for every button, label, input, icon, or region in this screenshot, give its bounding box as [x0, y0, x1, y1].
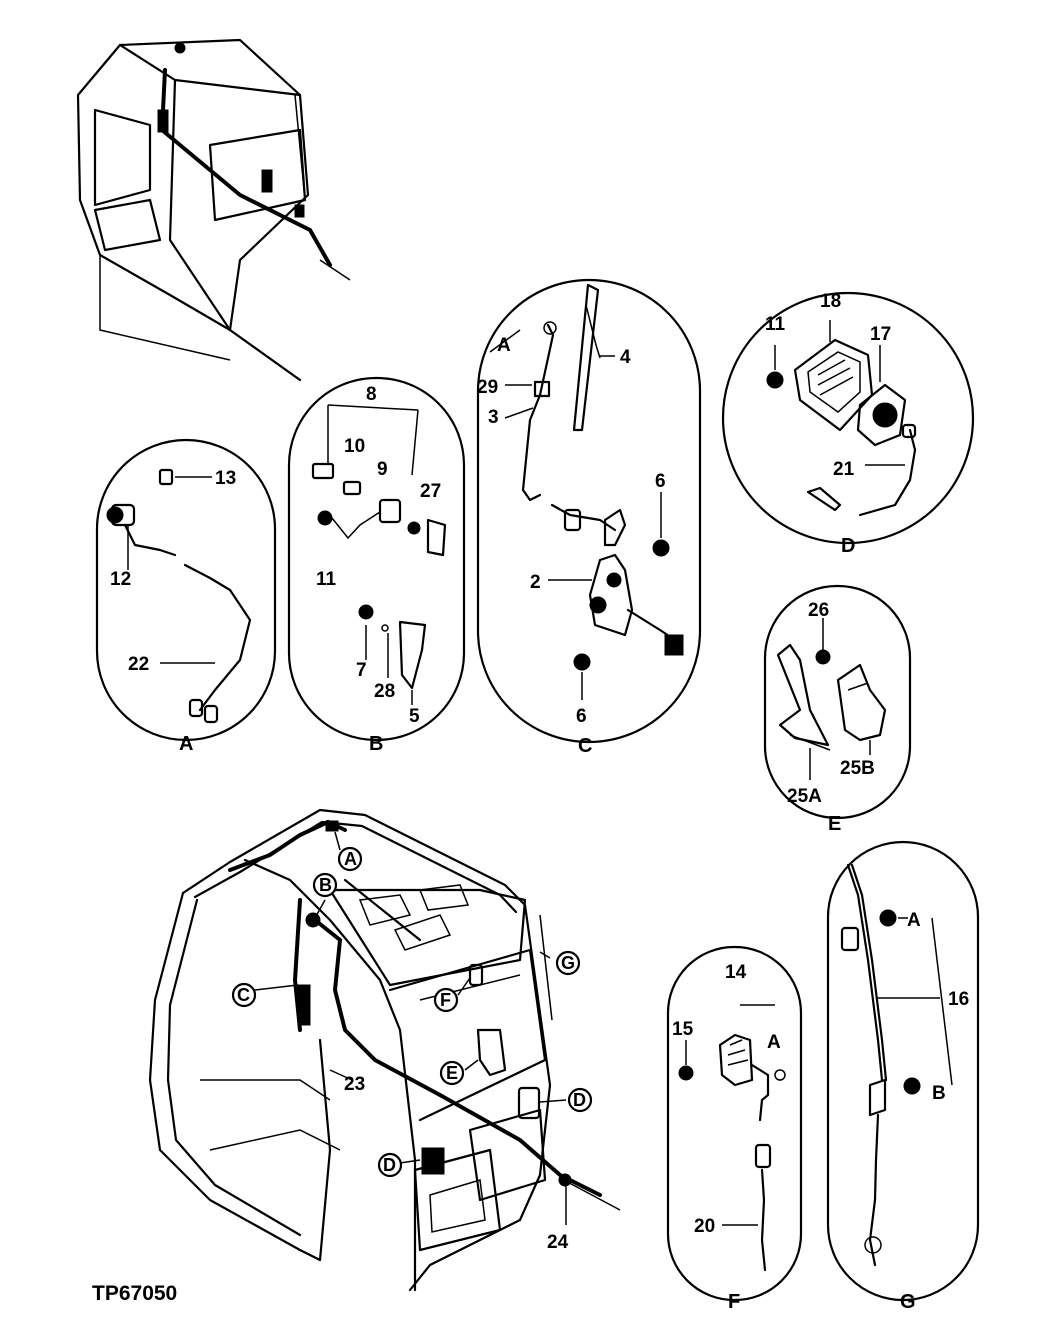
detail-d: 11 18 17 21 D: [721, 291, 975, 557]
detail-label-d: D: [841, 535, 855, 557]
callout-9: 9: [377, 459, 388, 480]
detail-label-a: A: [179, 733, 193, 755]
marker-d-right-circle: [567, 1087, 593, 1113]
marker-d-left: D: [383, 1155, 396, 1175]
callout-11: 11: [316, 569, 337, 590]
callout-29: 29: [477, 377, 498, 398]
callout-18: 18: [820, 291, 841, 312]
callout-25a: 25A: [787, 786, 822, 807]
callout-6-lower: 6: [576, 706, 587, 727]
marker-c: C: [237, 985, 250, 1005]
callout-4: 4: [620, 347, 631, 368]
callout-g-a: A: [907, 910, 921, 931]
callout-7: 7: [356, 660, 367, 681]
marker-f: F: [440, 990, 451, 1010]
callout-28: 28: [374, 681, 395, 702]
callout-25b: 25B: [840, 758, 875, 779]
figure-code: TP67050: [92, 1282, 177, 1305]
marker-c-circle: [231, 982, 257, 1008]
marker-e-circle: [439, 1060, 465, 1086]
detail-label-g: G: [900, 1291, 916, 1313]
marker-e: E: [446, 1063, 458, 1083]
detail-c: A 29 3 4 6 2 6 C: [476, 278, 702, 757]
marker-b: B: [319, 875, 332, 895]
detail-a: 13 12 22 A: [95, 438, 277, 755]
marker-g: G: [561, 953, 575, 973]
detail-f: 14 15 A 20 F: [666, 945, 803, 1313]
callout-2: 2: [530, 572, 541, 593]
marker-b-circle: [312, 872, 338, 898]
detail-label-e: E: [828, 813, 841, 835]
detail-label-c: C: [578, 735, 592, 757]
callout-g-b: B: [932, 1083, 946, 1104]
marker-f-circle: [433, 987, 459, 1013]
marker-a-circle: [337, 846, 363, 872]
callout-14: 14: [725, 962, 747, 983]
callout-24: 24: [547, 1232, 569, 1253]
callout-17: 17: [870, 324, 891, 345]
marker-g-circle: [555, 950, 581, 976]
cab-main: A B C G F E D D 23 24: [148, 808, 621, 1292]
marker-d-left-circle: [377, 1152, 403, 1178]
callout-27: 27: [420, 481, 441, 502]
callout-16: 16: [948, 989, 969, 1010]
callout-f-a: A: [767, 1032, 781, 1053]
callout-26: 26: [808, 600, 829, 621]
callout-15: 15: [672, 1019, 694, 1040]
callout-23: 23: [344, 1074, 365, 1095]
callout-d-11: 11: [765, 314, 786, 335]
detail-label-b: B: [369, 733, 383, 755]
marker-a: A: [344, 849, 357, 869]
detail-g: A 16 B G: [826, 840, 980, 1313]
callout-10: 10: [344, 436, 365, 457]
callout-3: 3: [488, 407, 499, 428]
callout-5: 5: [409, 706, 420, 727]
callout-8: 8: [366, 384, 377, 405]
cab-overview-top: [76, 38, 351, 382]
callout-21: 21: [833, 459, 855, 480]
detail-e: 26 25B 25A E: [763, 584, 912, 835]
callout-20: 20: [694, 1216, 715, 1237]
marker-d-right: D: [573, 1090, 586, 1110]
callout-13: 13: [215, 468, 236, 489]
callout-12: 12: [110, 569, 131, 590]
callout-22: 22: [128, 654, 149, 675]
callout-c-a: A: [497, 335, 511, 356]
detail-label-f: F: [728, 1291, 740, 1313]
callout-6-upper: 6: [655, 471, 666, 492]
detail-b: 8 10 9 27 11 7 28 5 B: [287, 376, 466, 755]
